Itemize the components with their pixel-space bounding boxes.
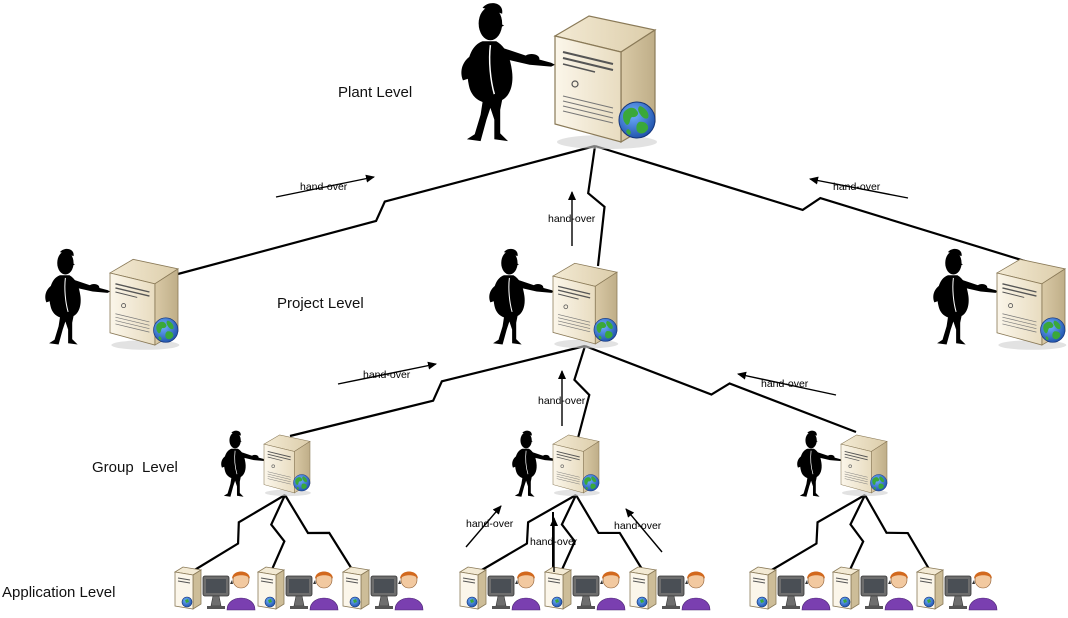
workstation-icon — [459, 566, 541, 611]
handover-plant-left-label: hand-over — [300, 181, 348, 193]
handover-project-right-arrow — [737, 371, 837, 396]
plant-level-label: Plant Level — [338, 84, 413, 101]
link-group1-app2 — [268, 494, 286, 575]
workstation-icon — [916, 566, 998, 611]
workstation-icon — [342, 566, 424, 611]
link-group3-app2 — [847, 494, 866, 575]
handover-group-center-label: hand-over — [530, 536, 578, 548]
workstation-icon — [174, 566, 256, 611]
link-plant-project-right — [594, 144, 1029, 264]
handover-project-left-arrow — [337, 361, 437, 385]
link-group1-app3 — [284, 494, 356, 575]
workstation-icon — [832, 566, 914, 611]
workstation-icon — [749, 566, 831, 611]
link-project-group-left — [289, 344, 586, 438]
handover-project-left-label: hand-over — [363, 369, 411, 381]
project-left-person — [44, 248, 111, 346]
globe-icon — [1040, 317, 1066, 343]
handover-group-right-label: hand-over — [614, 520, 662, 532]
plant-person — [460, 2, 556, 142]
workstation-icon — [544, 566, 626, 611]
link-plant-project-left — [147, 144, 596, 284]
link-group3-app3 — [864, 494, 933, 575]
handover-plant-left-arrow — [275, 174, 375, 198]
link-group2-app1 — [474, 494, 577, 575]
handover-plant-center-label: hand-over — [548, 213, 596, 225]
group-level-label: Group Level — [92, 459, 178, 476]
connection-lines — [147, 144, 1029, 575]
project-center-person — [488, 248, 555, 346]
handover-group-right-arrow — [625, 508, 663, 553]
link-group3-app1 — [764, 494, 866, 575]
link-group1-app1 — [187, 494, 286, 575]
workstation-icon — [629, 566, 711, 611]
link-project-group-right — [584, 344, 857, 434]
globe-icon — [870, 474, 888, 492]
application-level-label: Application Level — [2, 584, 116, 601]
globe-icon — [293, 474, 311, 492]
link-project-group-center — [573, 345, 591, 439]
link-group2-app3 — [575, 494, 646, 575]
handover-group-left-label: hand-over — [466, 518, 514, 530]
group3-person — [796, 430, 843, 498]
handover-group-left-arrow — [465, 505, 502, 548]
handover-annotations: hand-over hand-over hand-over hand-over hand… — [275, 174, 909, 572]
group2-person — [511, 430, 558, 498]
project-right-person — [932, 248, 999, 346]
globe-icon — [618, 101, 656, 139]
project-level-label: Project Level — [277, 295, 364, 312]
handover-project-center-label: hand-over — [538, 395, 586, 407]
workstation-icon — [257, 566, 339, 611]
handover-plant-right-label: hand-over — [833, 181, 881, 193]
group1-person — [220, 430, 267, 498]
handover-project-right-label: hand-over — [761, 378, 809, 390]
globe-icon — [593, 318, 618, 342]
handover-plant-right-arrow — [809, 176, 909, 199]
globe-icon — [582, 474, 600, 492]
link-plant-project-center — [587, 145, 606, 267]
link-group2-app2 — [558, 494, 577, 575]
globe-icon — [153, 317, 179, 343]
nodes-layer — [44, 2, 1068, 611]
